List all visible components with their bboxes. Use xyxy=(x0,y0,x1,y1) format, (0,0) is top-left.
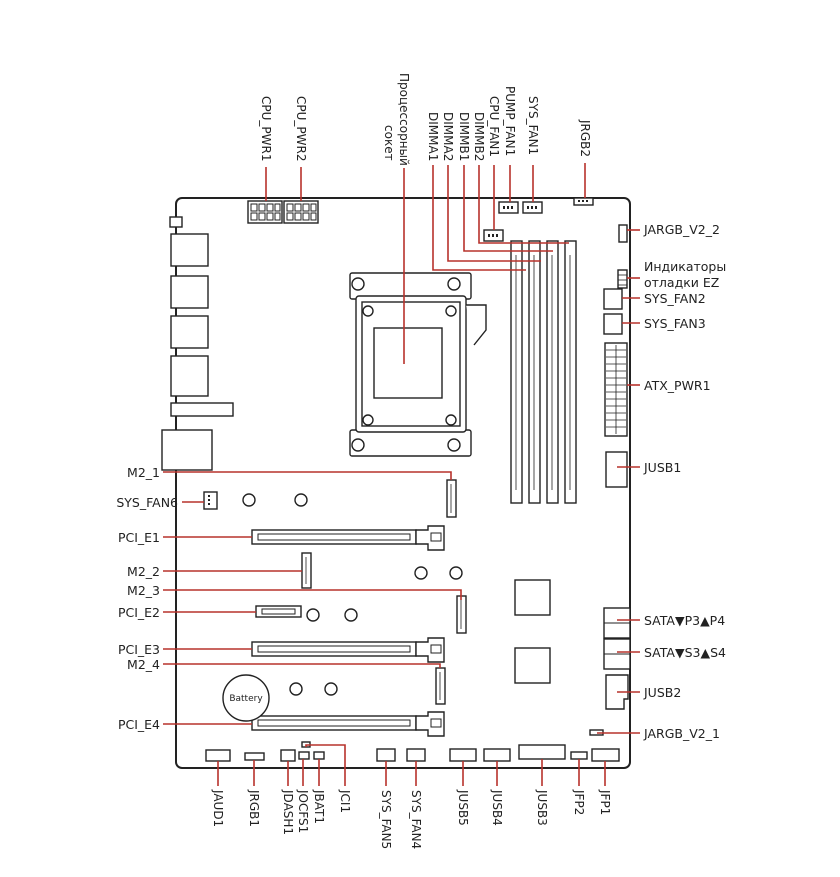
label-sys-fan6: SYS_FAN6 xyxy=(116,495,178,510)
label-dimma2: DIMMA2 xyxy=(441,112,455,161)
label-jbat1: JBAT1 xyxy=(312,789,326,824)
chipset-1 xyxy=(514,579,551,616)
pci-e4-slot xyxy=(251,711,445,737)
cpu-socket xyxy=(349,272,487,457)
jrgb1-header xyxy=(244,752,265,761)
sys-fan4-header xyxy=(406,748,426,762)
label-jaud1: JAUD1 xyxy=(211,789,225,827)
sata-p3p4-connector xyxy=(603,607,631,639)
jargb-v2-2-header xyxy=(618,224,628,243)
label-sys-fan3: SYS_FAN3 xyxy=(644,316,706,331)
jfp1-header xyxy=(591,748,620,762)
cpu-fan1-header xyxy=(483,229,504,242)
label-cpu-fan1: CPU_FAN1 xyxy=(487,96,501,157)
label-jocfs1: JOCFS1 xyxy=(296,789,310,833)
cpu-pwr2-connector xyxy=(283,200,319,224)
pci-e2-slot xyxy=(255,605,302,618)
label-pci-e3: PCI_E3 xyxy=(118,642,160,657)
pump-fan1-header xyxy=(498,201,519,214)
label-jusb3: JUSB3 xyxy=(535,789,549,826)
label-pci-e2: PCI_E2 xyxy=(118,605,160,620)
jdash1-header xyxy=(280,749,296,762)
bottom-labels: JAUD1 JRGB1 JDASH1 JOCFS1 JBAT1 JCI1 SYS… xyxy=(211,789,612,849)
label-sys-fan4: SYS_FAN4 xyxy=(409,790,423,849)
label-jrgb1: JRGB1 xyxy=(247,789,261,827)
sys-fan3-header xyxy=(603,313,623,335)
left-labels: M2_1 SYS_FAN6 PCI_E1 M2_2 M2_3 PCI_E2 PC… xyxy=(116,465,178,732)
label-jusb1: JUSB1 xyxy=(643,460,681,475)
label-m2-3: M2_3 xyxy=(127,583,160,598)
label-atx-pwr1: ATX_PWR1 xyxy=(644,378,711,393)
label-jfp2: JFP2 xyxy=(572,789,586,815)
battery-label: Battery xyxy=(229,694,263,704)
m2-4-slot xyxy=(435,667,446,705)
sys-fan5-header xyxy=(376,748,396,762)
sata-s3s4-connector xyxy=(603,638,631,670)
label-m2-1: M2_1 xyxy=(127,465,160,480)
chipset-2 xyxy=(514,647,551,684)
label-m2-4: M2_4 xyxy=(127,657,160,672)
label-sys-fan2: SYS_FAN2 xyxy=(644,291,706,306)
ez-debug-leds xyxy=(617,269,628,289)
label-pci-e1: PCI_E1 xyxy=(118,530,160,545)
label-cpu-pwr1: CPU_PWR1 xyxy=(259,96,273,161)
label-dimmb1: DIMMB1 xyxy=(457,112,471,161)
sys-fan6-header xyxy=(203,491,218,510)
jocfs1-header xyxy=(298,751,310,760)
right-labels: JARGB_V2_2 Индикаторы отладки EZ SYS_FAN… xyxy=(643,222,726,741)
label-socket-2: сокет xyxy=(382,125,396,161)
pci-e3-slot xyxy=(251,637,445,663)
label-dimma1: DIMMA1 xyxy=(426,112,440,161)
label-pci-e4: PCI_E4 xyxy=(118,717,160,732)
cpu-pwr1-connector xyxy=(247,200,283,224)
bottom-headers xyxy=(205,741,620,762)
label-jrgb2: JRGB2 xyxy=(578,119,592,157)
label-jargb-v2-2: JARGB_V2_2 xyxy=(643,222,720,237)
label-socket: Процессорный xyxy=(397,73,411,166)
jusb5-header xyxy=(449,748,477,762)
jrgb2-header xyxy=(573,197,594,206)
leader-lines xyxy=(163,163,640,786)
label-pump-fan1: PUMP_FAN1 xyxy=(503,86,517,156)
jaud1-header xyxy=(205,749,231,762)
label-m2-2: M2_2 xyxy=(127,564,160,579)
m2-3-slot xyxy=(456,595,467,634)
label-sata-p3p4: SATA▼P3▲P4 xyxy=(644,613,725,628)
label-dimmb2: DIMMB2 xyxy=(472,112,486,161)
jusb3-header xyxy=(518,744,566,760)
jusb4-header xyxy=(483,748,511,762)
label-jargb-v2-1: JARGB_V2_1 xyxy=(643,726,720,741)
label-sys-fan1: SYS_FAN1 xyxy=(526,96,540,155)
label-jfp1: JFP1 xyxy=(598,789,612,815)
label-sys-fan5: SYS_FAN5 xyxy=(379,790,393,849)
m2-2-slot xyxy=(301,552,312,589)
label-jci1: JCI1 xyxy=(338,789,352,813)
label-jusb2: JUSB2 xyxy=(643,685,681,700)
sys-fan1-header xyxy=(522,201,543,214)
label-jdash1: JDASH1 xyxy=(281,789,295,835)
m2-1-slot xyxy=(446,479,457,518)
label-jusb4: JUSB4 xyxy=(490,789,504,826)
label-jusb5: JUSB5 xyxy=(456,789,470,826)
label-cpu-pwr2: CPU_PWR2 xyxy=(294,96,308,161)
sys-fan2-header xyxy=(603,288,623,310)
dimm-slots xyxy=(510,240,577,504)
mounting-holes xyxy=(242,493,463,696)
jusb1-connector xyxy=(605,451,628,488)
label-ez-debug-2: отладки EZ xyxy=(644,275,719,290)
battery: Battery xyxy=(222,674,270,722)
jfp2-header xyxy=(570,751,588,760)
top-labels: CPU_PWR1 CPU_PWR2 Процессорный сокет DIM… xyxy=(259,73,592,166)
label-ez-debug-1: Индикаторы xyxy=(644,259,726,274)
label-sata-s3s4: SATA▼S3▲S4 xyxy=(644,645,726,660)
atx-pwr1-connector xyxy=(604,342,628,437)
jbat1-header xyxy=(313,751,325,760)
rear-io xyxy=(161,216,234,471)
